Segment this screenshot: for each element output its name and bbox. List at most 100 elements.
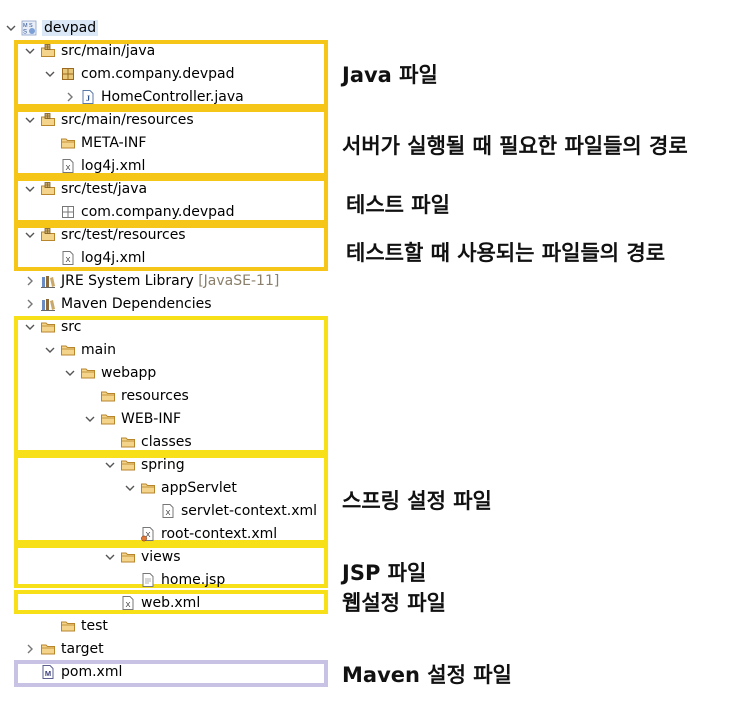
folder-icon: [100, 388, 116, 404]
tree-item-label: classes: [141, 434, 192, 450]
tree-item-home-jsp[interactable]: home.jsp: [122, 569, 225, 591]
tree-item-jre-library[interactable]: JRE System Library [JavaSE-11]: [22, 270, 279, 292]
tree-item-label: servlet-context.xml: [181, 503, 318, 519]
tree-item-src-test-resources[interactable]: src/test/resources: [22, 224, 186, 246]
tree-item-test[interactable]: test: [42, 615, 108, 637]
chevron-down-icon[interactable]: [22, 112, 38, 128]
folder-icon: [140, 480, 156, 496]
xml-file-icon: [120, 595, 136, 611]
folder-icon: [80, 365, 96, 381]
tree-item-label: Maven Dependencies: [61, 296, 212, 312]
chevron-down-icon[interactable]: [22, 319, 38, 335]
tree-item-label: com.company.devpad: [81, 66, 235, 82]
tree-item-src-test-java[interactable]: src/test/java: [22, 178, 147, 200]
chevron-down-icon[interactable]: [22, 227, 38, 243]
tree-item-label: devpad: [42, 20, 99, 36]
highlight-box-java: [14, 40, 328, 108]
tree-item-pom-xml[interactable]: pom.xml: [22, 661, 122, 683]
maven-file-icon: [40, 664, 56, 680]
tree-item-webapp[interactable]: webapp: [62, 362, 156, 384]
chevron-right-icon[interactable]: [22, 296, 38, 312]
tree-item-log4j-main[interactable]: log4j.xml: [42, 155, 145, 177]
tree-item-classes[interactable]: classes: [102, 431, 192, 453]
source-folder-icon: [40, 43, 56, 59]
tree-item-log4j-test[interactable]: log4j.xml: [42, 247, 145, 269]
tree-item-views[interactable]: views: [102, 546, 181, 568]
tree-item-label: log4j.xml: [81, 158, 146, 174]
source-folder-icon: [40, 227, 56, 243]
jre-version-label: [JavaSE-11]: [198, 273, 280, 289]
tree-item-label: log4j.xml: [81, 250, 146, 266]
tree-item-src-main-java[interactable]: src/main/java: [22, 40, 155, 62]
tree-item-label: src/test/resources: [61, 227, 186, 243]
chevron-down-icon[interactable]: [122, 480, 138, 496]
highlight-box-resources: [14, 108, 328, 177]
library-icon: [40, 296, 56, 312]
tree-item-label: test: [81, 618, 108, 634]
tree-item-src[interactable]: src: [22, 316, 81, 338]
chevron-right-icon[interactable]: [22, 641, 38, 657]
source-folder-icon: [40, 181, 56, 197]
tree-item-project[interactable]: devpad: [3, 17, 99, 39]
tree-item-label: src/main/java: [61, 43, 156, 59]
chevron-down-icon[interactable]: [42, 342, 58, 358]
tree-item-label: main: [81, 342, 116, 358]
folder-icon: [60, 618, 76, 634]
chevron-down-icon[interactable]: [102, 549, 118, 565]
tree-item-home-controller[interactable]: HomeController.java: [62, 86, 244, 108]
tree-item-web-xml[interactable]: web.xml: [102, 592, 200, 614]
chevron-down-icon[interactable]: [3, 20, 19, 36]
tree-item-target[interactable]: target: [22, 638, 104, 660]
tree-item-label: com.company.devpad: [81, 204, 235, 220]
tree-item-package-main[interactable]: com.company.devpad: [42, 63, 234, 85]
source-folder-icon: [40, 112, 56, 128]
highlight-box-views: [14, 544, 328, 588]
tree-item-src-main-resources[interactable]: src/main/resources: [22, 109, 194, 131]
tree-item-servlet-context[interactable]: servlet-context.xml: [142, 500, 317, 522]
xml-file-icon: [140, 526, 156, 542]
chevron-right-icon[interactable]: [22, 273, 38, 289]
folder-icon: [60, 135, 76, 151]
tree-item-main[interactable]: main: [42, 339, 116, 361]
highlight-box-spring: [14, 454, 328, 544]
tree-item-maven-dependencies[interactable]: Maven Dependencies: [22, 293, 212, 315]
chevron-down-icon[interactable]: [42, 66, 58, 82]
annotation-resources: 서버가 실행될 때 필요한 파일들의 경로: [342, 134, 688, 158]
folder-icon: [40, 319, 56, 335]
highlight-box-webapp: [14, 316, 328, 454]
jsp-file-icon: [140, 572, 156, 588]
tree-item-label: HomeController.java: [101, 89, 244, 105]
library-icon: [40, 273, 56, 289]
highlight-box-test-java: [14, 177, 328, 224]
tree-item-label: META-INF: [81, 135, 147, 151]
tree-item-label: home.jsp: [161, 572, 226, 588]
chevron-down-icon[interactable]: [82, 411, 98, 427]
chevron-down-icon[interactable]: [102, 457, 118, 473]
tree-item-label: appServlet: [161, 480, 237, 496]
tree-item-label: src: [61, 319, 82, 335]
tree-item-package-test[interactable]: com.company.devpad: [42, 201, 234, 223]
tree-item-spring[interactable]: spring: [102, 454, 185, 476]
tree-item-resources[interactable]: resources: [82, 385, 189, 407]
folder-icon: [40, 641, 56, 657]
tree-item-label: webapp: [101, 365, 157, 381]
annotation-spring: 스프링 설정 파일: [342, 489, 492, 513]
tree-item-app-servlet[interactable]: appServlet: [122, 477, 237, 499]
tree-item-label: src/test/java: [61, 181, 148, 197]
tree-item-root-context[interactable]: root-context.xml: [122, 523, 277, 545]
folder-icon: [60, 342, 76, 358]
tree-item-label: WEB-INF: [121, 411, 181, 427]
tree-item-label: src/main/resources: [61, 112, 194, 128]
tree-item-web-inf[interactable]: WEB-INF: [82, 408, 181, 430]
highlight-box-pom: [14, 660, 328, 687]
chevron-down-icon[interactable]: [22, 181, 38, 197]
project-icon: [21, 20, 37, 36]
annotation-java: Java 파일: [342, 63, 438, 87]
tree-item-meta-inf[interactable]: META-INF: [42, 132, 146, 154]
highlight-box-web-xml: [14, 590, 328, 614]
chevron-right-icon[interactable]: [62, 89, 78, 105]
package-icon: [60, 204, 76, 220]
annotation-maven: Maven 설정 파일: [342, 663, 512, 687]
chevron-down-icon[interactable]: [22, 43, 38, 59]
chevron-down-icon[interactable]: [62, 365, 78, 381]
